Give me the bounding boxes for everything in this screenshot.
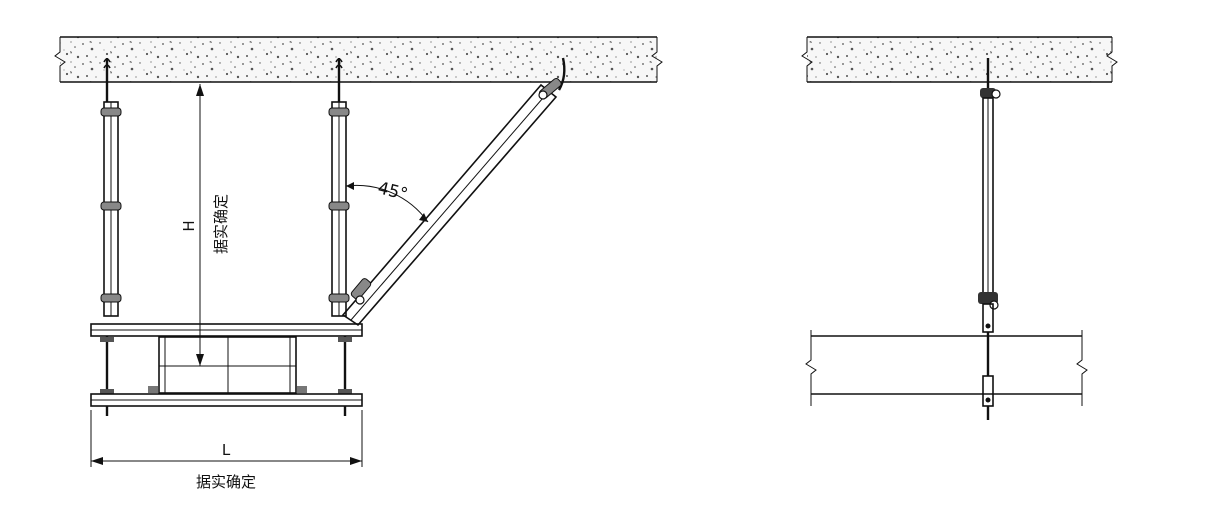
clamp-lower: [100, 293, 122, 303]
angle-label: 45°: [376, 178, 410, 205]
brace-member: [341, 83, 558, 327]
height-dimension: H 据实确定: [180, 84, 230, 366]
height-arrow-top: [196, 84, 204, 96]
brace-bottom-clamp: [350, 278, 372, 300]
side-view: [801, 36, 1118, 420]
side-bottom-nut: [989, 300, 999, 310]
brace-top-nut: [538, 90, 548, 100]
nut-right-bottom: [338, 389, 352, 394]
front-view: 45° H 据实确定: [54, 36, 663, 491]
hanger-left: [100, 58, 122, 317]
length-note: 据实确定: [196, 473, 256, 491]
break-line-left: [54, 37, 66, 82]
foot-left: [148, 386, 158, 393]
nut-left-top: [100, 337, 114, 342]
angle-arc: [345, 184, 429, 223]
side-bolt-hole-lower: [985, 397, 991, 403]
lower-crossbeam: [90, 393, 363, 416]
clamp-middle: [100, 201, 122, 211]
hanger-right: [328, 58, 350, 317]
break-line-right: [651, 37, 663, 82]
brace-anchor-hook: [557, 57, 566, 91]
concrete-slab-left: [54, 36, 663, 83]
length-dimension: L 据实确定: [90, 410, 363, 491]
clamp-upper: [100, 107, 122, 117]
clamp-lower: [328, 293, 350, 303]
supported-equipment: [148, 336, 307, 394]
slab-body: [60, 37, 657, 82]
length-arrow-right: [350, 457, 362, 465]
anchor-thread: [103, 58, 111, 69]
upper-crossbeam: [90, 323, 363, 337]
height-arrow-bottom: [196, 354, 204, 366]
angle-arrow-start: [346, 182, 354, 190]
slab-body: [807, 37, 1112, 82]
nut-left-bottom: [100, 389, 114, 394]
tie-rods: [100, 336, 352, 394]
side-equipment: [805, 330, 1088, 406]
anchor-thread: [335, 58, 343, 69]
angle-annotation: 45°: [345, 178, 429, 223]
clamp-middle: [328, 201, 350, 211]
side-bolt-hole-upper: [985, 323, 991, 329]
length-arrow-left: [91, 457, 103, 465]
side-hanger: [978, 58, 1001, 420]
clamp-upper: [328, 107, 350, 117]
height-note: 据实确定: [212, 194, 230, 254]
height-symbol: H: [180, 220, 198, 231]
length-symbol: L: [222, 441, 231, 459]
brace-bottom-nut: [355, 295, 365, 305]
side-break-left: [805, 330, 817, 406]
nut-right-top: [338, 337, 352, 342]
foot-right: [297, 386, 307, 393]
brace-center-line: [350, 90, 550, 321]
break-line-right: [1106, 37, 1118, 82]
side-break-right: [1076, 330, 1088, 406]
concrete-slab-right: [801, 36, 1118, 83]
side-top-nut: [991, 89, 1001, 99]
angle-arrow-end: [419, 213, 428, 222]
break-line-left: [801, 37, 813, 82]
diagonal-brace: [341, 57, 566, 327]
